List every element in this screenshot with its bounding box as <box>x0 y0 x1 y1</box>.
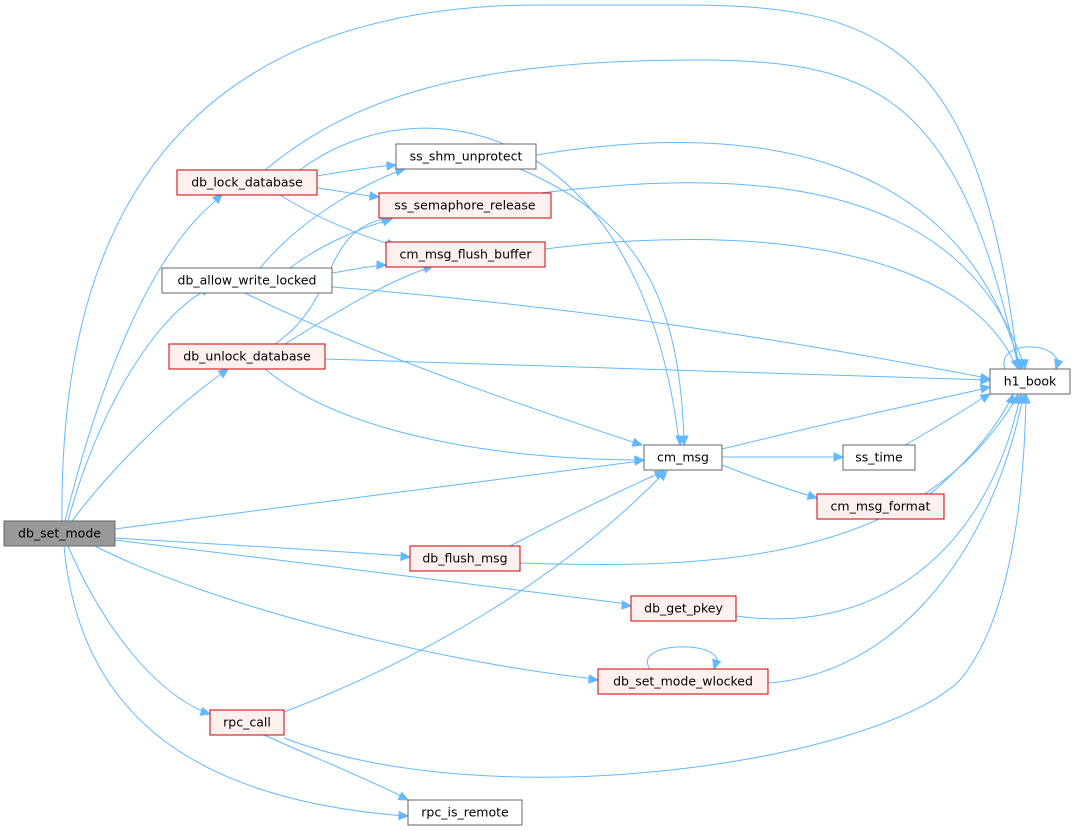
edge-db_set_mode-to-db_unlock_database <box>71 368 229 522</box>
node-label: db_get_pkey <box>644 601 723 616</box>
edge-db_unlock_database-to-cm_msg <box>264 368 646 465</box>
edge-cm_msg-to-h1_book <box>721 384 992 450</box>
node-label: ss_time <box>855 450 903 465</box>
edge-db_set_mode-to-db_set_mode_wlocked <box>94 545 600 684</box>
node-db_set_mode_wlocked[interactable]: db_set_mode_wlocked <box>597 668 769 695</box>
node-db_unlock_database[interactable]: db_unlock_database <box>168 343 326 370</box>
node-label: db_set_mode <box>18 526 101 541</box>
node-db_get_pkey[interactable]: db_get_pkey <box>630 595 737 622</box>
node-db_allow_write_locked[interactable]: db_allow_write_locked <box>161 267 333 294</box>
node-label: rpc_is_remote <box>421 805 509 820</box>
node-label: db_lock_database <box>191 175 303 190</box>
node-label: cm_msg_format <box>831 499 931 514</box>
edge-db_set_mode-to-db_lock_database <box>64 193 223 522</box>
edge-db_allow_write_locked-to-h1_book <box>331 286 992 383</box>
node-label: h1_book <box>1004 374 1057 389</box>
edge-db_set_mode-to-db_flush_msg <box>114 537 412 562</box>
node-cm_msg_format[interactable]: cm_msg_format <box>816 493 945 520</box>
edge-ss_time-to-h1_book <box>904 393 992 446</box>
edge-rpc_call-to-cm_msg <box>283 470 668 713</box>
node-db_lock_database[interactable]: db_lock_database <box>176 169 318 196</box>
node-label: db_set_mode_wlocked <box>613 674 753 689</box>
nodes-layer: db_set_mode db_lock_database db_allow_wr… <box>3 143 1071 826</box>
edge-ss_semaphore_release-to-h1_book <box>539 182 1029 371</box>
edge-ss_shm_unprotect-to-cm_msg <box>519 168 689 447</box>
node-label: db_flush_msg <box>422 551 507 566</box>
edge-cm_msg-to-cm_msg_format <box>721 464 819 500</box>
edges-layer <box>61 4 1064 821</box>
node-label: rpc_call <box>223 715 271 730</box>
edge-db_set_mode_wlocked-to-db_set_mode_wlocked <box>646 646 722 671</box>
node-label: ss_shm_unprotect <box>410 149 523 164</box>
node-cm_msg[interactable]: cm_msg <box>643 444 723 471</box>
node-label: cm_msg_flush_buffer <box>400 247 533 262</box>
edge-db_set_mode-to-rpc_is_remote <box>63 545 410 821</box>
node-rpc_is_remote[interactable]: rpc_is_remote <box>407 799 523 826</box>
node-rpc_call[interactable]: rpc_call <box>209 709 285 736</box>
node-ss_semaphore_release[interactable]: ss_semaphore_release <box>378 192 552 219</box>
node-db_set_mode[interactable]: db_set_mode <box>3 520 116 547</box>
node-db_flush_msg[interactable]: db_flush_msg <box>409 545 521 572</box>
edge-cm_msg_format-to-h1_book <box>929 392 1015 495</box>
node-label: cm_msg <box>657 450 709 465</box>
edge-cm_msg-to-ss_time <box>722 452 845 462</box>
edge-rpc_call-to-rpc_is_remote <box>263 734 410 801</box>
edge-db_flush_msg-to-h1_book <box>519 392 1020 566</box>
edge-db_lock_database-to-ss_semaphore_release <box>316 187 381 201</box>
edge-db_lock_database-to-ss_shm_unprotect <box>316 161 398 177</box>
node-ss_shm_unprotect[interactable]: ss_shm_unprotect <box>395 143 537 170</box>
edge-db_allow_write_locked-to-cm_msg <box>244 292 644 447</box>
edge-db_set_mode-to-db_allow_write_locked <box>67 286 212 522</box>
edge-db_allow_write_locked-to-ss_shm_unprotect <box>259 167 407 269</box>
edge-db_set_mode-to-db_get_pkey <box>114 539 633 610</box>
node-label: db_unlock_database <box>183 349 311 364</box>
edge-db_set_mode-to-rpc_call <box>67 545 212 716</box>
node-label: ss_semaphore_release <box>394 198 536 213</box>
node-label: db_allow_write_locked <box>178 273 317 288</box>
node-cm_msg_flush_buffer[interactable]: cm_msg_flush_buffer <box>385 241 546 268</box>
edge-db_allow_write_locked-to-cm_msg_flush_buffer <box>331 260 388 274</box>
edge-db_lock_database-to-cm_msg <box>299 127 685 447</box>
edge-cm_msg_flush_buffer-to-h1_book <box>544 238 1020 371</box>
edge-rpc_call-to-h1_book <box>283 392 1031 778</box>
edge-h1_book-to-h1_book <box>1003 346 1064 371</box>
edge-db_unlock_database-to-h1_book <box>324 358 992 385</box>
edge-db_flush_msg-to-cm_msg <box>509 470 666 547</box>
node-ss_time[interactable]: ss_time <box>842 444 916 471</box>
node-h1_book[interactable]: h1_book <box>989 368 1071 395</box>
